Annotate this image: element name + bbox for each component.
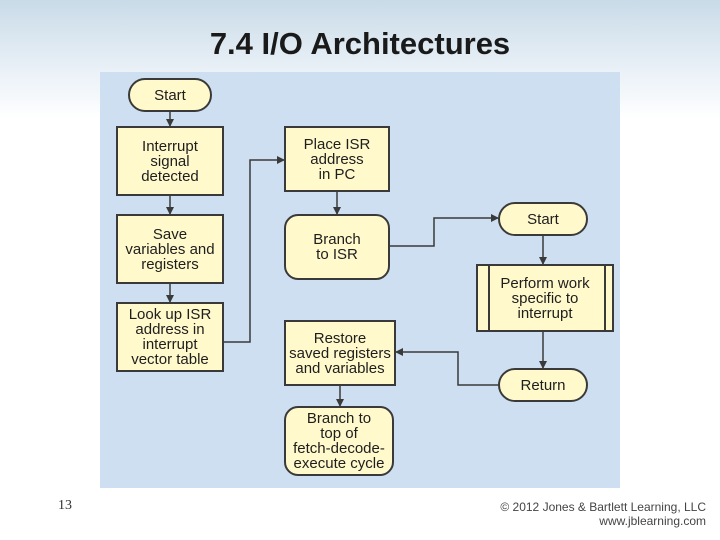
slide-number: 13 (58, 498, 72, 513)
process-right-bar (598, 266, 606, 330)
process-left-bar (488, 266, 496, 330)
interrupt-detected-node: Interrupt signal detected (116, 126, 224, 196)
footer-credits: © 2012 Jones & Bartlett Learning, LLC ww… (500, 500, 706, 528)
branch-top-node: Branch to top of fetch-decode- execute c… (284, 406, 394, 476)
website-text: www.jblearning.com (599, 514, 706, 528)
flowchart-panel: Start Interrupt signal detected Save var… (100, 72, 620, 488)
place-isr-node: Place ISR address in PC (284, 126, 390, 192)
restore-saved-node: Restore saved registers and variables (284, 320, 396, 386)
arrow-lookup-to-place (224, 156, 285, 343)
slide-title: 7.4 I/O Architectures (209, 26, 511, 61)
perform-work-label: Perform work specific to interrupt (500, 274, 590, 322)
arrow-branch-to-start-isr (390, 214, 499, 247)
copyright-text: © 2012 Jones & Bartlett Learning, LLC (500, 500, 706, 514)
arrow-return-to-restore (395, 348, 498, 386)
flow-arrows (166, 112, 547, 407)
return-node: Return (498, 368, 588, 402)
lookup-isr-node: Look up ISR address in interrupt vector … (116, 302, 224, 372)
branch-isr-node: Branch to ISR (284, 214, 390, 280)
start-isr-node: Start (498, 202, 588, 236)
perform-work-node: Perform work specific to interrupt (476, 264, 614, 332)
save-variables-node: Save variables and registers (116, 214, 224, 284)
start-main-node: Start (128, 78, 212, 112)
